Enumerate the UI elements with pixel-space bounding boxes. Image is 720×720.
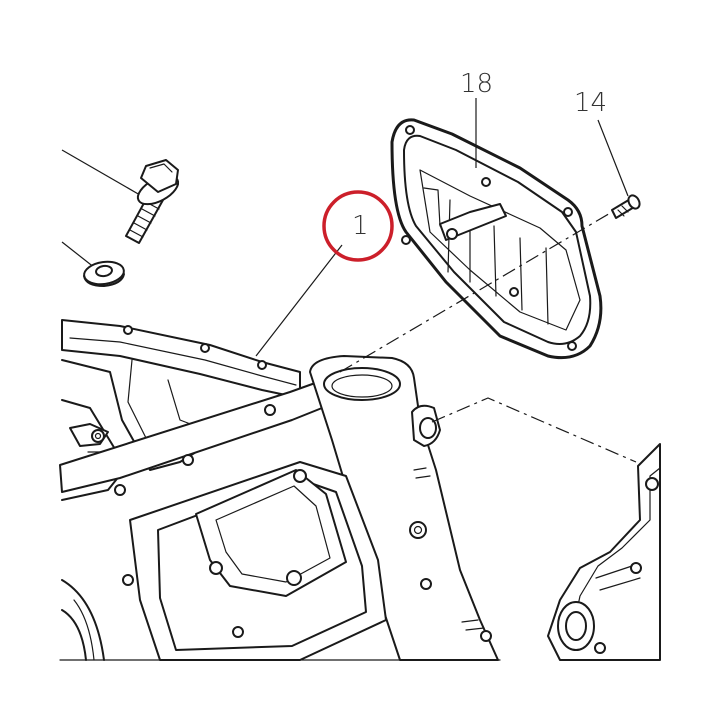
callout-label-14: 14 [574, 88, 607, 118]
highlight-circle [322, 190, 394, 262]
cover-part[interactable] [390, 118, 603, 360]
bolt-part[interactable] [61, 149, 183, 244]
screw-part[interactable] [611, 193, 642, 219]
assembly-lines [339, 211, 637, 463]
callout-leaders [255, 98, 629, 357]
frame-part[interactable] [59, 319, 501, 661]
washer-part[interactable] [61, 241, 125, 287]
callout-label-1: 1 [352, 211, 369, 241]
bracket-part[interactable] [547, 443, 661, 661]
callout-label-18: 18 [460, 69, 493, 99]
